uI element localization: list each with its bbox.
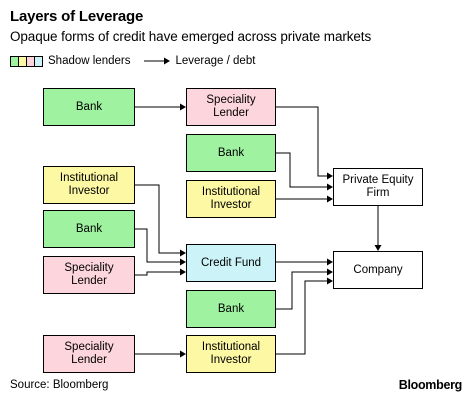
node-institutional-investor-3: Institutional Investor	[186, 335, 276, 373]
edge-spec1-to-pe	[276, 106, 333, 180]
edge-inst3-to-company	[276, 277, 333, 355]
arrowhead	[374, 245, 382, 251]
arrowhead	[180, 249, 186, 257]
edge-bank3-to-credit	[135, 228, 186, 266]
edge-bank1-to-spec1	[135, 103, 186, 111]
arrowhead	[180, 350, 186, 358]
arrowhead	[327, 183, 333, 191]
arrow-right-icon	[144, 57, 171, 65]
node-speciality-lender-2: Speciality Lender	[43, 256, 135, 294]
node-bank-3: Bank	[43, 210, 135, 248]
chart-subtitle: Opaque forms of credit have emerged acro…	[10, 29, 372, 44]
edge-bank4-to-company	[276, 268, 333, 310]
edge-spec2-to-credit	[135, 268, 186, 276]
arrowhead	[327, 277, 333, 285]
edge-inst1-to-credit	[135, 184, 186, 257]
legend-shadow-label: Shadow lenders	[48, 55, 131, 67]
node-speciality-lender-3: Speciality Lender	[43, 335, 135, 373]
edge-pe-to-company	[374, 206, 382, 251]
node-bank-1: Bank	[43, 88, 135, 126]
legend-swatch-bank	[11, 56, 19, 66]
node-institutional-investor-2: Institutional Investor	[186, 180, 276, 218]
arrowhead	[327, 195, 333, 203]
edge-bank2-to-pe	[276, 152, 333, 191]
legend-swatch-speciality	[27, 56, 35, 66]
legend: Shadow lenders Leverage / debt	[10, 55, 255, 67]
chart-title: Layers of Leverage	[10, 8, 144, 25]
node-speciality-lender-1: Speciality Lender	[186, 88, 276, 126]
node-bank-2: Bank	[186, 134, 276, 172]
arrowhead	[180, 258, 186, 266]
arrowhead	[327, 172, 333, 180]
arrowhead	[180, 103, 186, 111]
legend-arrow-label: Leverage / debt	[175, 55, 256, 67]
edge-spec3-to-inst3	[135, 350, 186, 358]
node-company: Company	[333, 251, 423, 289]
source-note: Source: Bloomberg	[10, 379, 109, 391]
node-bank-4: Bank	[186, 290, 276, 328]
legend-swatch-fund	[35, 56, 42, 66]
node-institutional-investor-1: Institutional Investor	[43, 166, 135, 204]
arrowhead	[327, 258, 333, 266]
node-private-equity-firm: Private Equity Firm	[333, 168, 423, 206]
node-credit-fund: Credit Fund	[186, 244, 276, 282]
legend-swatch-investor	[19, 56, 27, 66]
brand-logo: Bloomberg	[398, 378, 463, 392]
edge-credit-to-company	[276, 258, 333, 266]
edge-inst2-to-pe	[276, 195, 333, 203]
arrowhead	[180, 268, 186, 276]
legend-swatches	[10, 55, 43, 67]
arrowhead	[327, 268, 333, 276]
